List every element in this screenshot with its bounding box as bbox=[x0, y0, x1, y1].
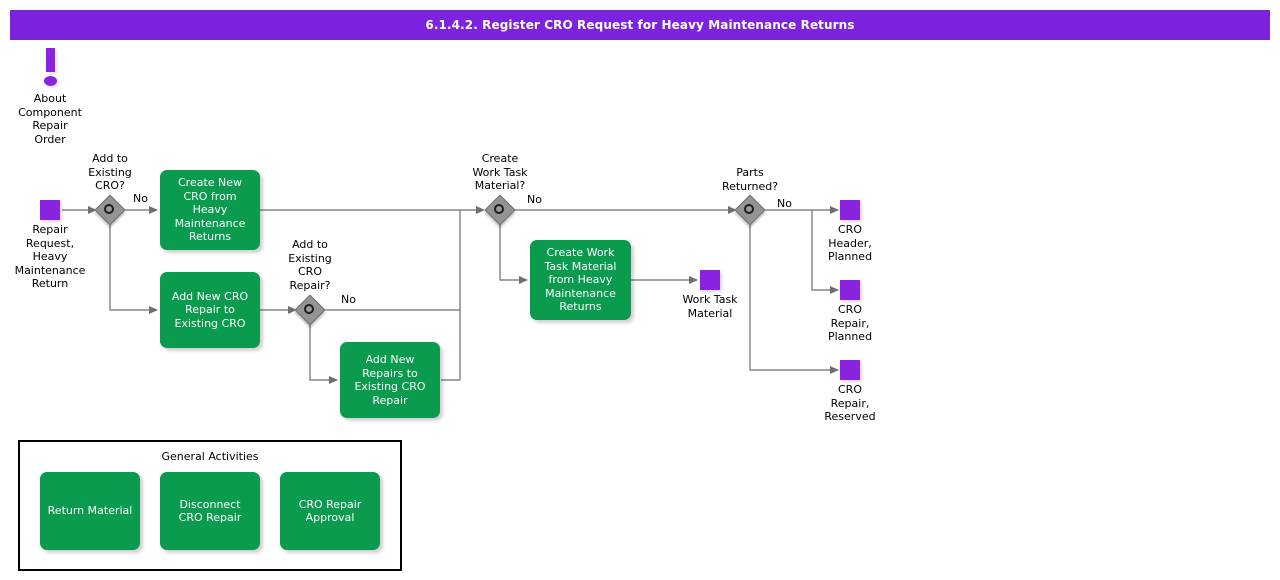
flow-label-no-3: No bbox=[527, 193, 542, 206]
end-event-cro-header-planned[interactable] bbox=[840, 200, 860, 220]
event-work-task-material-label: Work Task Material bbox=[682, 293, 738, 320]
gateway-add-existing-cro-repair-label: Add to Existing CRO Repair? bbox=[288, 238, 332, 292]
gateway-parts-returned-label: Parts Returned? bbox=[721, 166, 779, 193]
flow-label-no-2: No bbox=[341, 293, 356, 306]
task-create-new-cro[interactable]: Create New CRO from Heavy Maintenance Re… bbox=[160, 170, 260, 250]
start-event-repair-request[interactable] bbox=[40, 200, 60, 220]
flow-label-no-4: No bbox=[777, 197, 792, 210]
gateway-create-work-task-material[interactable] bbox=[484, 194, 516, 226]
gateway-add-existing-cro-repair[interactable] bbox=[294, 294, 326, 326]
task-cro-repair-approval[interactable]: CRO Repair Approval bbox=[280, 472, 380, 550]
task-return-material[interactable]: Return Material bbox=[40, 472, 140, 550]
page-title: 6.1.4.2. Register CRO Request for Heavy … bbox=[10, 10, 1270, 40]
end-event-cro-repair-reserved-label: CRO Repair, Reserved bbox=[824, 383, 876, 423]
end-event-cro-header-planned-label: CRO Header, Planned bbox=[827, 223, 873, 263]
task-disconnect-cro-repair[interactable]: Disconnect CRO Repair bbox=[160, 472, 260, 550]
event-work-task-material[interactable] bbox=[700, 270, 720, 290]
flow-label-no-1: No bbox=[133, 192, 148, 205]
task-add-new-repairs[interactable]: Add New Repairs to Existing CRO Repair bbox=[340, 342, 440, 418]
end-event-cro-repair-reserved[interactable] bbox=[840, 360, 860, 380]
gateway-parts-returned[interactable] bbox=[734, 194, 766, 226]
end-event-cro-repair-planned[interactable] bbox=[840, 280, 860, 300]
exclamation-icon bbox=[39, 48, 61, 90]
task-add-new-cro-repair[interactable]: Add New CRO Repair to Existing CRO bbox=[160, 272, 260, 348]
gateway-create-work-task-material-label: Create Work Task Material? bbox=[472, 152, 528, 192]
gateway-add-existing-cro[interactable] bbox=[94, 194, 126, 226]
start-event-repair-request-label: Repair Request, Heavy Maintenance Return bbox=[14, 223, 86, 290]
annotation-label: About Component Repair Order bbox=[18, 92, 82, 146]
gateway-add-existing-cro-label: Add to Existing CRO? bbox=[88, 152, 132, 192]
general-activities-title: General Activities bbox=[161, 450, 259, 463]
end-event-cro-repair-planned-label: CRO Repair, Planned bbox=[827, 303, 873, 343]
task-create-work-task-material[interactable]: Create Work Task Material from Heavy Mai… bbox=[530, 240, 631, 320]
